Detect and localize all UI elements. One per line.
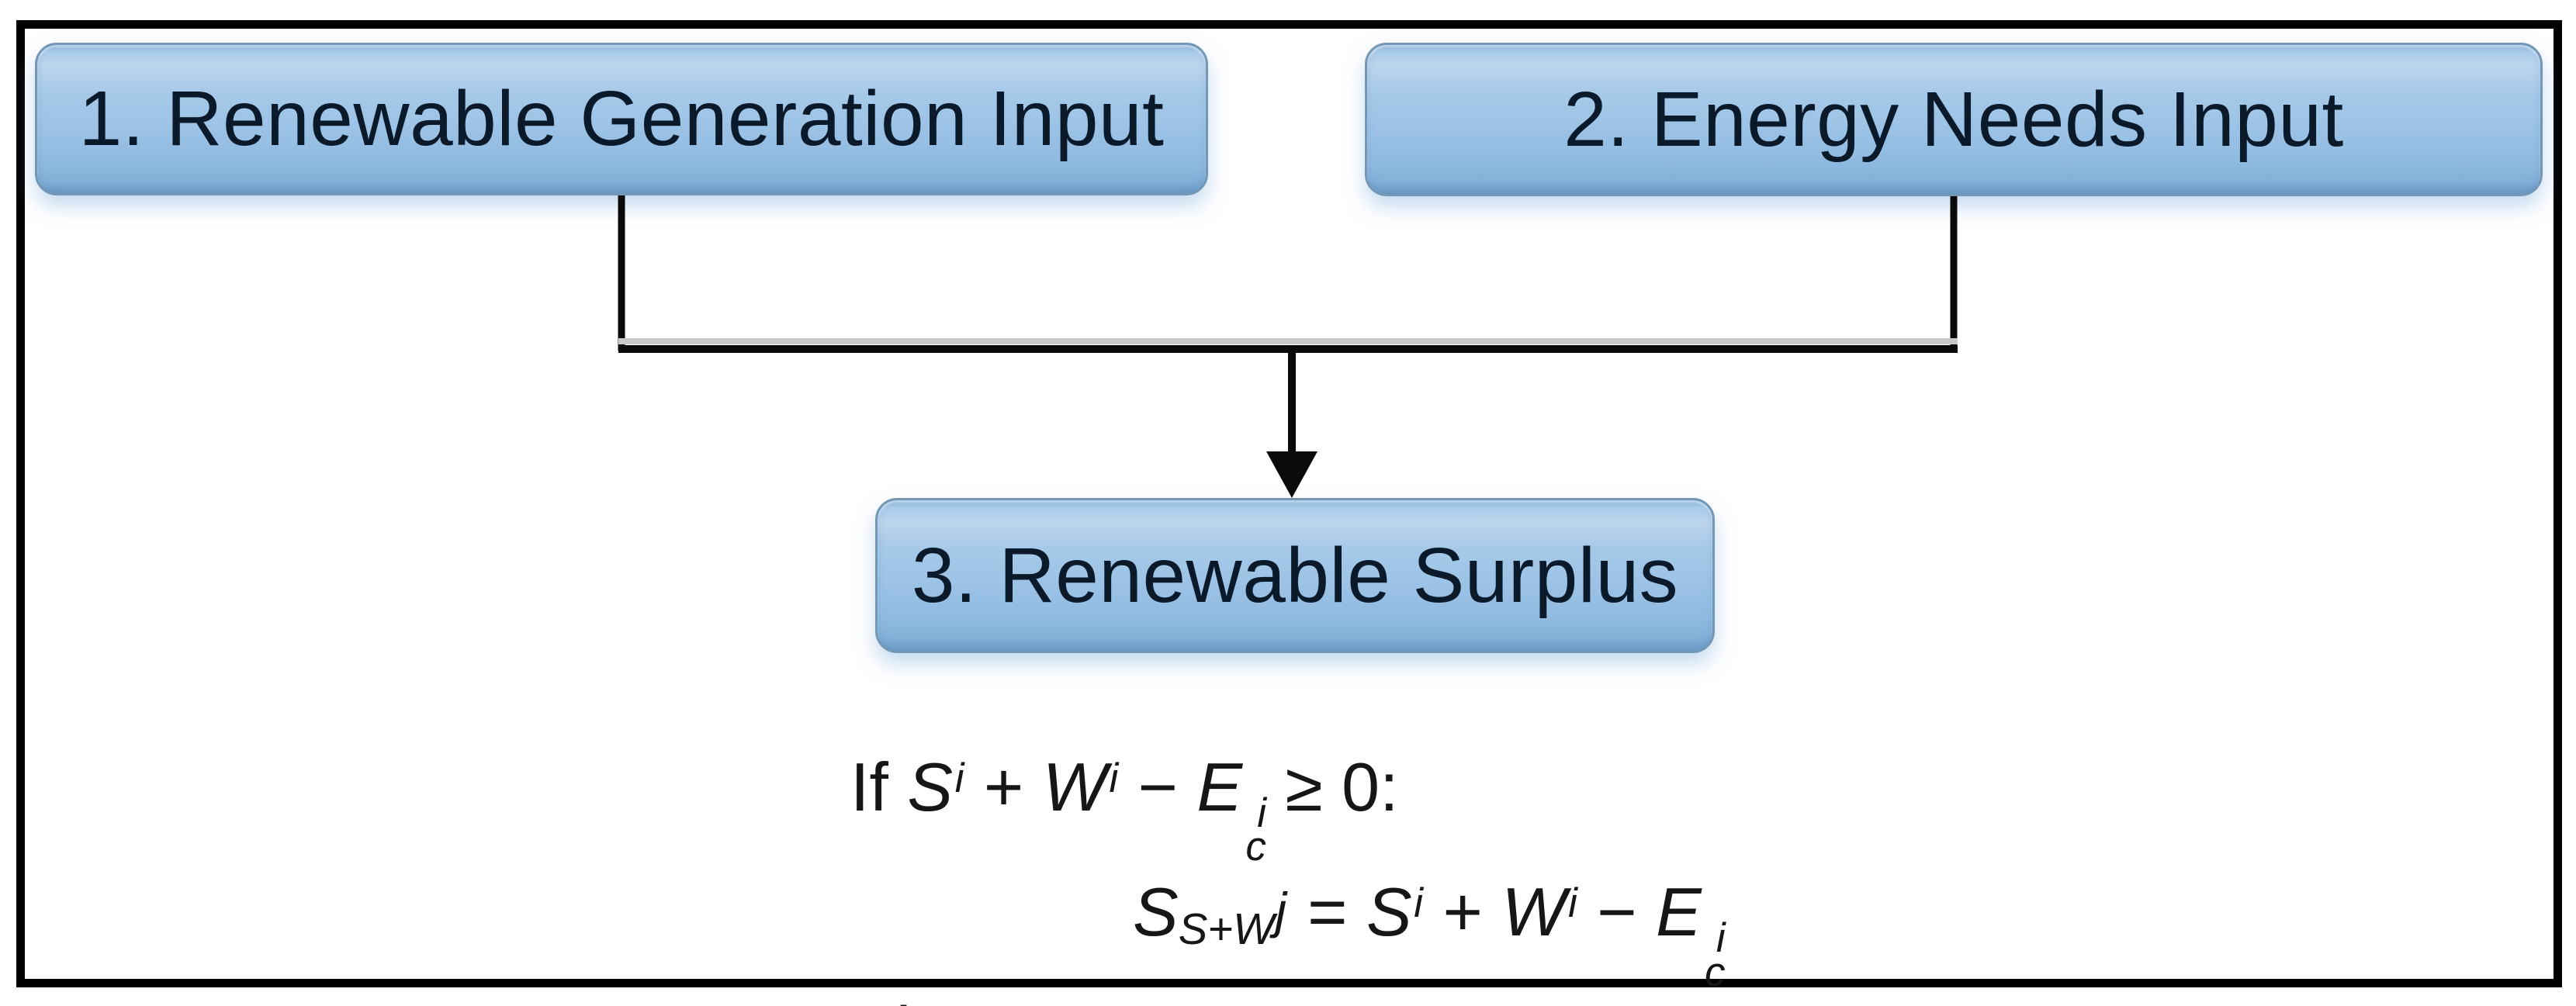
formula-token: + [964, 748, 1043, 825]
formula-token: = 0 [1158, 992, 1274, 1006]
formula-token: j [1144, 1001, 1155, 1006]
formula-token: i [1414, 880, 1424, 927]
formula-token: i [1109, 755, 1119, 801]
flowchart-box-energy-needs-input: 2. Energy Needs Input [1365, 43, 2543, 196]
box-label-energy-needs-input: 2. Energy Needs Input [1563, 75, 2344, 163]
formula-token: S [907, 748, 954, 825]
formula-line: Else SS+Wj = 0 [850, 989, 1726, 1006]
formula-token: − [1577, 873, 1657, 951]
flowchart-box-renewable-generation-input: 1. Renewable Generation Input [35, 43, 1208, 195]
formula-token: Else [850, 992, 1002, 1006]
formula-token: = [1288, 873, 1366, 951]
formula-token: ≥ [1265, 748, 1342, 825]
formula-token: W [1501, 873, 1567, 951]
box-label-renewable-generation-input: 1. Renewable Generation Input [78, 75, 1165, 162]
formula-token: i [954, 755, 964, 801]
formula-token: S [1366, 873, 1412, 951]
formula-token: S [1133, 873, 1179, 951]
formula-token: W [1042, 748, 1107, 825]
formula-token: E [1656, 873, 1702, 951]
formula-token: S [1002, 992, 1048, 1006]
formula-token: 0: [1342, 748, 1399, 825]
formula-token: j [1275, 881, 1287, 939]
formula-token: If [850, 748, 908, 825]
formula-token: + [1424, 873, 1502, 951]
box-label-renewable-surplus: 3. Renewable Surplus [911, 531, 1679, 619]
formula-token: i [1568, 880, 1577, 927]
formula-token: − [1119, 748, 1197, 825]
figure-border-frame [16, 20, 2562, 987]
formula-token: E [1196, 748, 1243, 825]
flowchart-box-renewable-surplus: 3. Renewable Surplus [875, 498, 1715, 653]
formula-token: S+W [1178, 904, 1275, 954]
